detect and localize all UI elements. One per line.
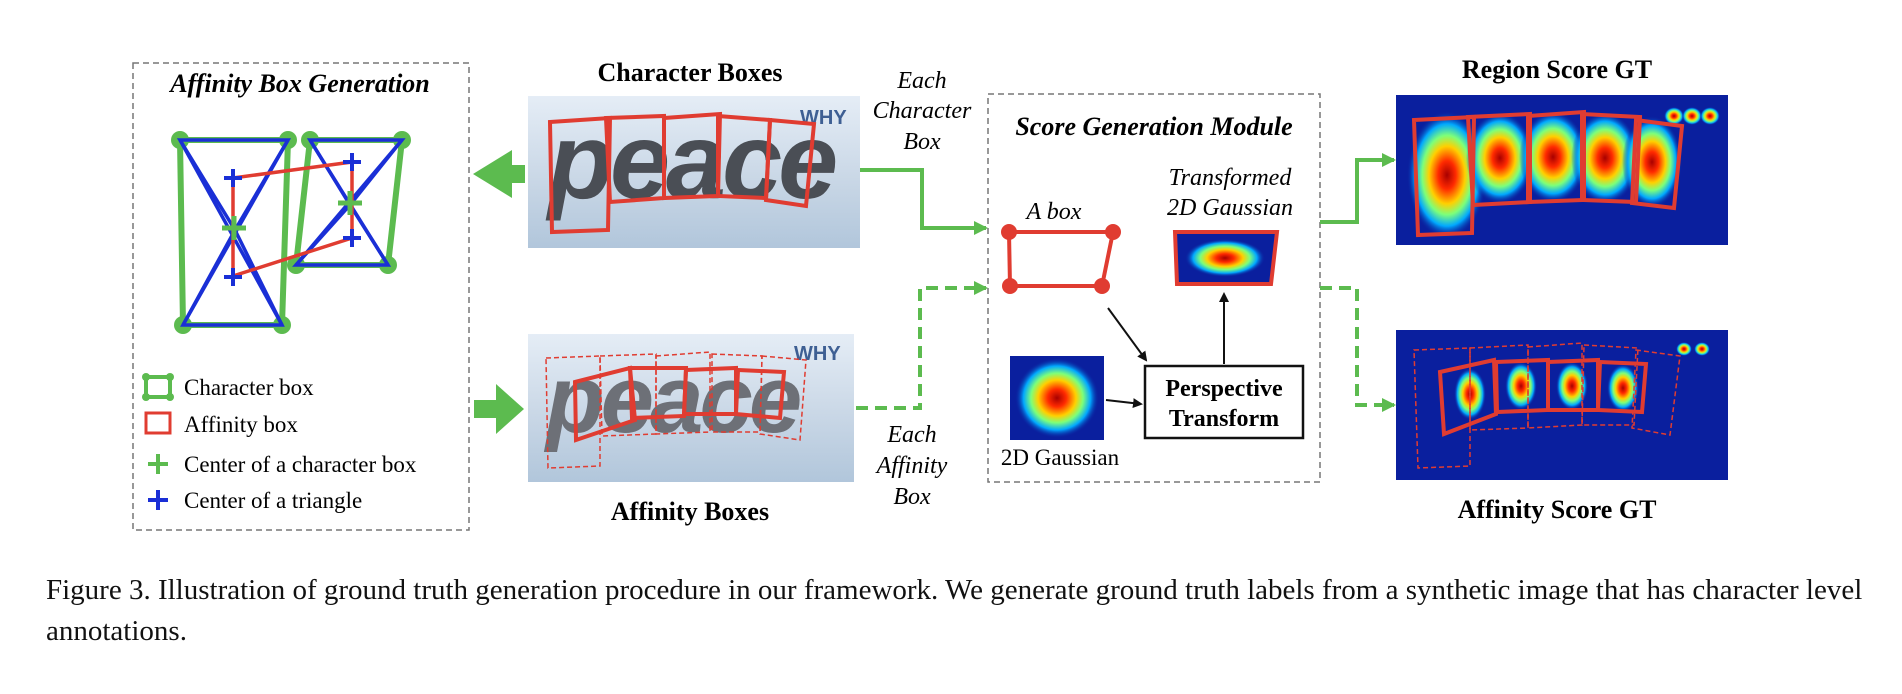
- character-boxes-image: WHY peace: [528, 96, 860, 248]
- perspective-transform-label-2: Transform: [1169, 406, 1279, 432]
- affinity-score-image: [1396, 330, 1728, 480]
- arrow-from-affinity-panel: [474, 384, 524, 434]
- legend-center-char-label: Center of a character box: [184, 452, 417, 477]
- arrow-module-to-affinity: [1320, 286, 1396, 412]
- svg-text:Affinity: Affinity: [875, 453, 948, 479]
- perspective-transform-label-1: Perspective: [1165, 376, 1283, 402]
- transformed-gaussian: [1172, 230, 1280, 286]
- each-character-box-label: Each Character Box: [873, 68, 972, 155]
- module-title: Score Generation Module: [1015, 112, 1292, 141]
- legend-affinity-box-label: Affinity box: [184, 412, 298, 437]
- arrow-abox-to-transform: [1107, 307, 1148, 362]
- legend-affinity-box: Affinity box: [144, 411, 298, 437]
- region-score-image: [1396, 95, 1728, 245]
- legend-center-char: Center of a character box: [148, 452, 417, 477]
- legend-center-triangle: Center of a triangle: [148, 488, 362, 513]
- score-generation-module: Score Generation Module A box Transforme…: [987, 93, 1321, 483]
- a-box-shape: [1001, 224, 1121, 294]
- perspective-transform-box: Perspective Transform: [1143, 364, 1305, 440]
- legend-character-box-label: Character box: [184, 375, 314, 400]
- legend: Character box Affinity box Center of a c…: [142, 373, 417, 513]
- affinity-panel-title: Affinity Box Generation: [168, 69, 430, 98]
- arrow-character-to-module: [860, 168, 988, 235]
- affinity-boxes-image: WHY peace: [528, 334, 854, 482]
- svg-text:Each: Each: [886, 422, 936, 448]
- affinity-generation-panel: Affinity Box Generation: [132, 62, 470, 531]
- legend-character-box: Character box: [142, 373, 314, 401]
- watermark-2: WHY: [794, 343, 841, 365]
- gaussian-2d: [1010, 356, 1104, 440]
- character-boxes-title: Character Boxes: [597, 58, 782, 87]
- svg-text:Each: Each: [896, 68, 946, 94]
- affinity-illustration: [171, 131, 411, 334]
- arrow-to-affinity-panel-top: [473, 150, 525, 198]
- arrow-gaussian-to-transform: [1105, 398, 1143, 409]
- each-affinity-box-label: Each Affinity Box: [875, 422, 948, 510]
- affinity-score-title: Affinity Score GT: [1458, 495, 1657, 524]
- arrow-module-to-region: [1320, 153, 1396, 224]
- affinity-boxes-title: Affinity Boxes: [611, 497, 769, 526]
- gaussian-2d-label: 2D Gaussian: [1001, 445, 1120, 470]
- svg-text:Character: Character: [873, 98, 972, 124]
- transformed-gaussian-label-2: 2D Gaussian: [1167, 195, 1293, 221]
- figure-caption: Figure 3. Illustration of ground truth g…: [46, 574, 1863, 647]
- transformed-gaussian-label-1: Transformed: [1169, 165, 1293, 191]
- legend-center-triangle-label: Center of a triangle: [184, 488, 362, 513]
- svg-text:Box: Box: [893, 484, 931, 510]
- svg-text:Box: Box: [903, 129, 941, 155]
- arrow-affinity-to-module: [856, 281, 988, 410]
- a-box-label: A box: [1025, 199, 1082, 225]
- region-score-title: Region Score GT: [1462, 55, 1652, 84]
